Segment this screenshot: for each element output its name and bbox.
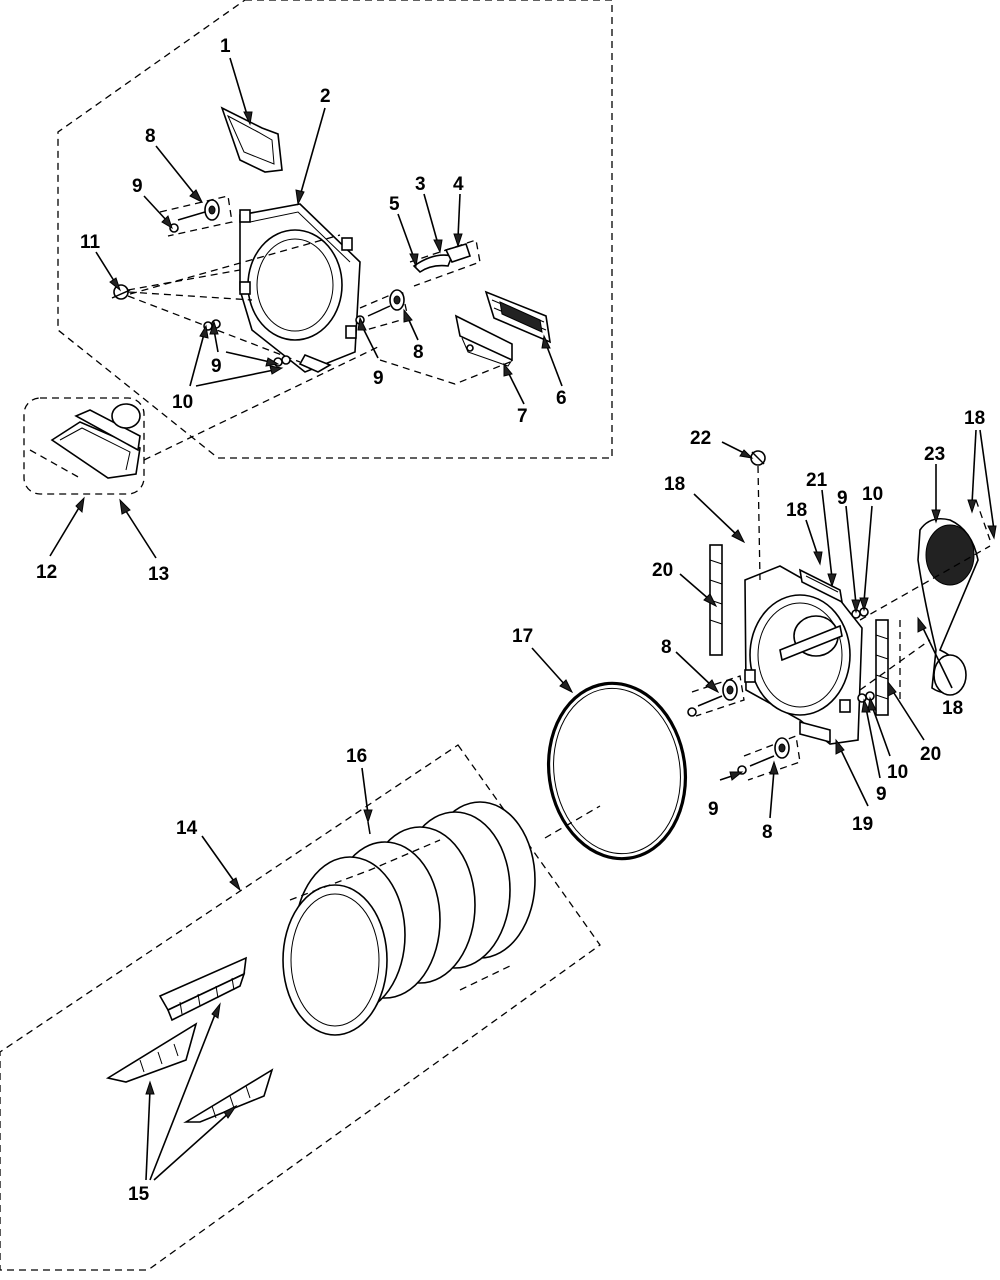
svg-text:1: 1 [220,36,231,57]
callout-1: 1 [220,36,253,126]
svg-text:18: 18 [964,408,985,429]
svg-text:9: 9 [876,784,887,805]
svg-text:12: 12 [36,562,57,583]
callout-9f: 9 [861,698,887,805]
svg-text:3: 3 [415,174,426,195]
svg-text:19: 19 [852,814,873,835]
callout-9c: 9 [357,316,384,389]
rear-duct [917,517,979,696]
callout-8b: 8 [403,308,424,363]
drum-belt [546,681,688,861]
drum-group-boundary [0,744,601,1271]
svg-text:8: 8 [413,342,424,363]
front-bulkhead [239,203,361,373]
callout-9d: 9 [837,488,861,614]
svg-text:20: 20 [920,744,941,765]
callout-17: 17 [512,626,574,694]
svg-text:10: 10 [862,484,883,505]
drum-glide-parts [409,239,481,287]
callout-18b: 18 [786,500,823,566]
callout-23: 23 [924,444,945,524]
callout-15: 15 [128,1002,238,1205]
callout-8d: 8 [762,760,779,843]
rear-roller-assembly-upper [687,675,745,717]
drum-support-bracket [484,290,552,344]
svg-text:9: 9 [211,356,222,377]
callout-16: 16 [346,746,373,824]
lint-filter-group-boundary [23,397,145,495]
callout-10c: 10 [867,696,908,783]
callout-10a: 10 [172,324,284,413]
svg-text:18: 18 [942,698,963,719]
callout-10b: 10 [859,484,883,612]
callout-12: 12 [36,496,85,583]
rear-roller-assembly-lower [737,735,801,781]
svg-text:9: 9 [708,799,719,820]
callout-13: 13 [119,498,169,585]
callout-8a: 8 [145,126,204,204]
rear-bracket [798,568,844,604]
svg-text:10: 10 [172,392,193,413]
svg-text:13: 13 [148,564,169,585]
svg-text:15: 15 [128,1184,150,1205]
svg-text:16: 16 [346,746,367,767]
callout-20b: 20 [887,680,941,765]
svg-text:8: 8 [145,126,156,147]
door-seal [220,106,283,173]
callout-8c: 8 [661,637,720,694]
svg-text:8: 8 [661,637,672,658]
svg-text:4: 4 [453,174,464,195]
callout-5: 5 [389,194,419,268]
drum [282,801,536,1036]
rear-washers [851,607,875,703]
svg-text:14: 14 [176,818,198,839]
svg-text:18: 18 [664,474,685,495]
callout-20a: 20 [652,560,718,608]
callout-9b: 9 [209,320,280,377]
svg-text:6: 6 [556,388,567,409]
callout-14: 14 [176,818,242,892]
svg-text:18: 18 [786,500,807,521]
svg-text:8: 8 [762,822,773,843]
rear-bulkhead [744,565,863,745]
callout-11: 11 [80,232,122,292]
svg-text:10: 10 [887,762,908,783]
callout-18d: 18 [917,616,963,719]
svg-text:9: 9 [837,488,848,509]
drum-roller-assembly-lower [355,289,409,331]
svg-text:21: 21 [806,470,828,491]
svg-text:9: 9 [373,368,384,389]
callout-3: 3 [415,174,443,254]
callout-18c: 18 [964,408,997,540]
heater-bracket-right [875,619,889,716]
callout-2: 2 [295,86,331,206]
callout-6: 6 [541,334,567,409]
svg-text:9: 9 [132,176,143,197]
thermostat [750,450,766,466]
svg-text:2: 2 [320,86,331,107]
callout-18a: 18 [664,474,746,544]
svg-text:17: 17 [512,626,533,647]
callout-21: 21 [806,470,837,588]
callout-9e: 9 [708,771,744,820]
svg-text:20: 20 [652,560,673,581]
harness-clip [111,284,131,300]
bulkhead-bracket [454,314,513,367]
callout-19: 19 [835,738,873,835]
svg-text:7: 7 [517,406,528,427]
svg-text:22: 22 [690,428,711,449]
svg-text:23: 23 [924,444,945,465]
lint-filter [50,403,141,479]
callout-22: 22 [690,428,754,459]
svg-text:5: 5 [389,194,400,215]
front-bulkhead-group-boundary [57,0,613,459]
drum-baffles [105,956,274,1123]
callout-4: 4 [453,174,464,248]
drum-roller-assembly-upper [159,195,233,237]
callout-9a: 9 [132,176,173,230]
svg-text:11: 11 [80,232,101,253]
callout-7: 7 [503,362,528,427]
